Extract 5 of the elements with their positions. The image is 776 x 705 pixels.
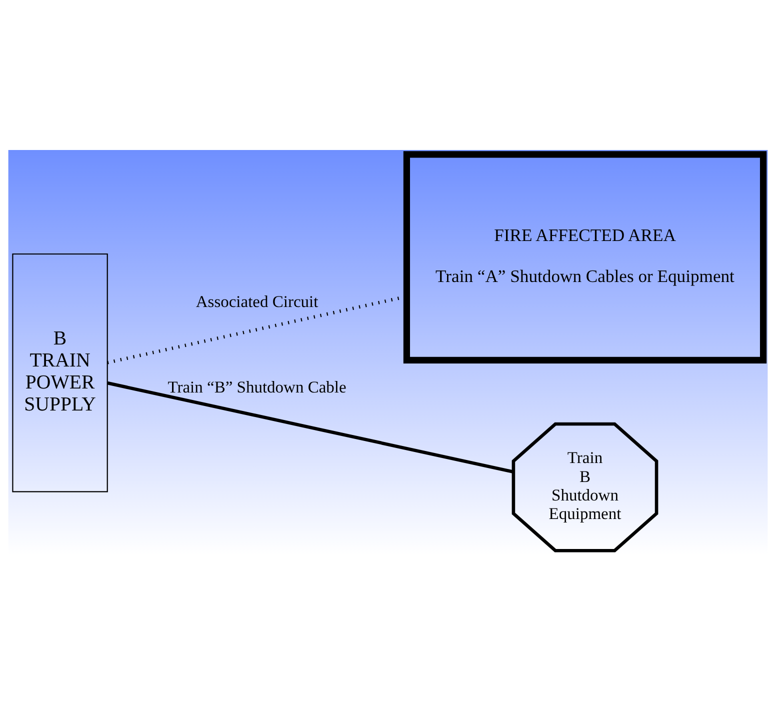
node-box: B TRAIN POWER SUPPLY: [12, 253, 108, 492]
edge-label: Associated Circuit: [196, 292, 318, 311]
connector: [107, 381, 514, 474]
edge-label: Train “B” Shutdown Cable: [168, 378, 346, 397]
node-box: FIRE AFFECTED AREA Train “A” Shutdown Cables or Equipment: [403, 151, 767, 364]
